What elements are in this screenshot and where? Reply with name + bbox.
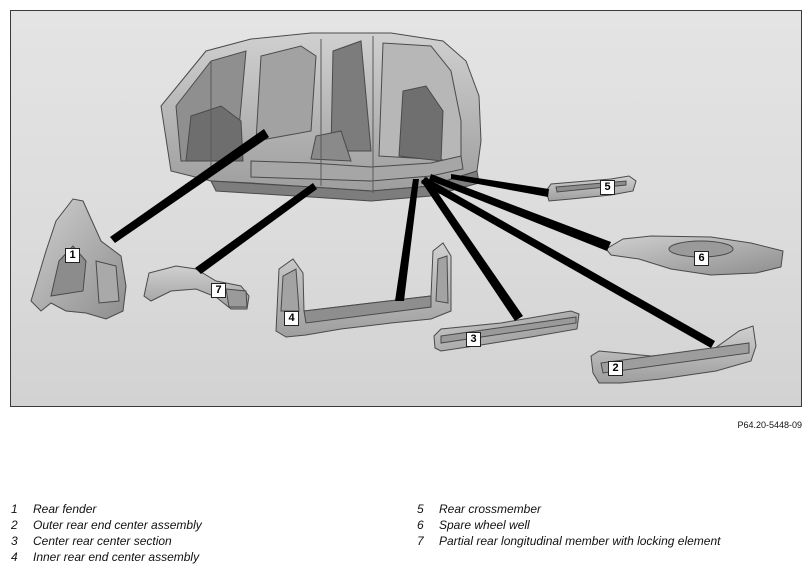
exploded-view-illustration: 1 2 3 4 5 6 7 <box>10 10 802 407</box>
legend-item-7: 7 Partial rear longitudinal member with l… <box>417 533 720 549</box>
legend-label: Partial rear longitudinal member with lo… <box>439 534 721 548</box>
legend-label: Center rear center section <box>33 534 172 548</box>
legend-number: 2 <box>11 518 18 532</box>
legend-number: 7 <box>417 534 424 548</box>
legend-number: 5 <box>417 502 424 516</box>
leader-3 <box>421 177 523 321</box>
legend-item-1: 1 Rear fender <box>11 501 202 517</box>
legend-label: Inner rear end center assembly <box>33 550 200 564</box>
leader-1 <box>110 129 269 243</box>
legend-item-6: 6 Spare wheel well <box>417 517 720 533</box>
leader-6 <box>429 174 611 251</box>
callout-1: 1 <box>65 248 80 263</box>
leader-2 <box>421 177 715 348</box>
legend-label: Rear crossmember <box>439 502 542 516</box>
part-outer-rear-end-center-assembly <box>590 325 757 384</box>
illustration-canvas <box>30 32 784 384</box>
leader-4 <box>395 179 419 301</box>
part-partial-rear-longitudinal-member <box>143 265 250 310</box>
document-reference-code: P64.20-5448-09 <box>737 420 802 430</box>
leader-5 <box>451 174 549 197</box>
legend-item-3: 3 Center rear center section <box>11 533 202 549</box>
callout-4: 4 <box>284 311 299 326</box>
callout-2: 2 <box>608 361 623 376</box>
legend-left-column: 1 Rear fender 2 Outer rear end center asse… <box>11 501 202 565</box>
leader-lines <box>110 129 715 348</box>
part-center-rear-center-section <box>433 310 580 352</box>
legend-number: 6 <box>417 518 424 532</box>
callout-3: 3 <box>466 332 481 347</box>
legend-number: 1 <box>11 502 18 516</box>
legend-label: Rear fender <box>33 502 97 516</box>
legend-item-5: 5 Rear crossmember <box>417 501 720 517</box>
callout-5: 5 <box>600 180 615 195</box>
legend-label: Spare wheel well <box>439 518 530 532</box>
leader-7 <box>195 183 317 274</box>
part-inner-rear-end-center-assembly <box>275 242 452 338</box>
part-rear-crossmember <box>545 175 637 202</box>
legend-number: 3 <box>11 534 18 548</box>
callout-6: 6 <box>694 251 709 266</box>
legend-right-column: 5 Rear crossmember 6 Spare wheel well 7 Par… <box>417 501 720 549</box>
callout-7: 7 <box>211 283 226 298</box>
legend-item-2: 2 Outer rear end center assembly <box>11 517 202 533</box>
legend-item-4: 4 Inner rear end center assembly <box>11 549 202 565</box>
legend-label: Outer rear end center assembly <box>33 518 202 532</box>
legend-number: 4 <box>11 550 18 564</box>
